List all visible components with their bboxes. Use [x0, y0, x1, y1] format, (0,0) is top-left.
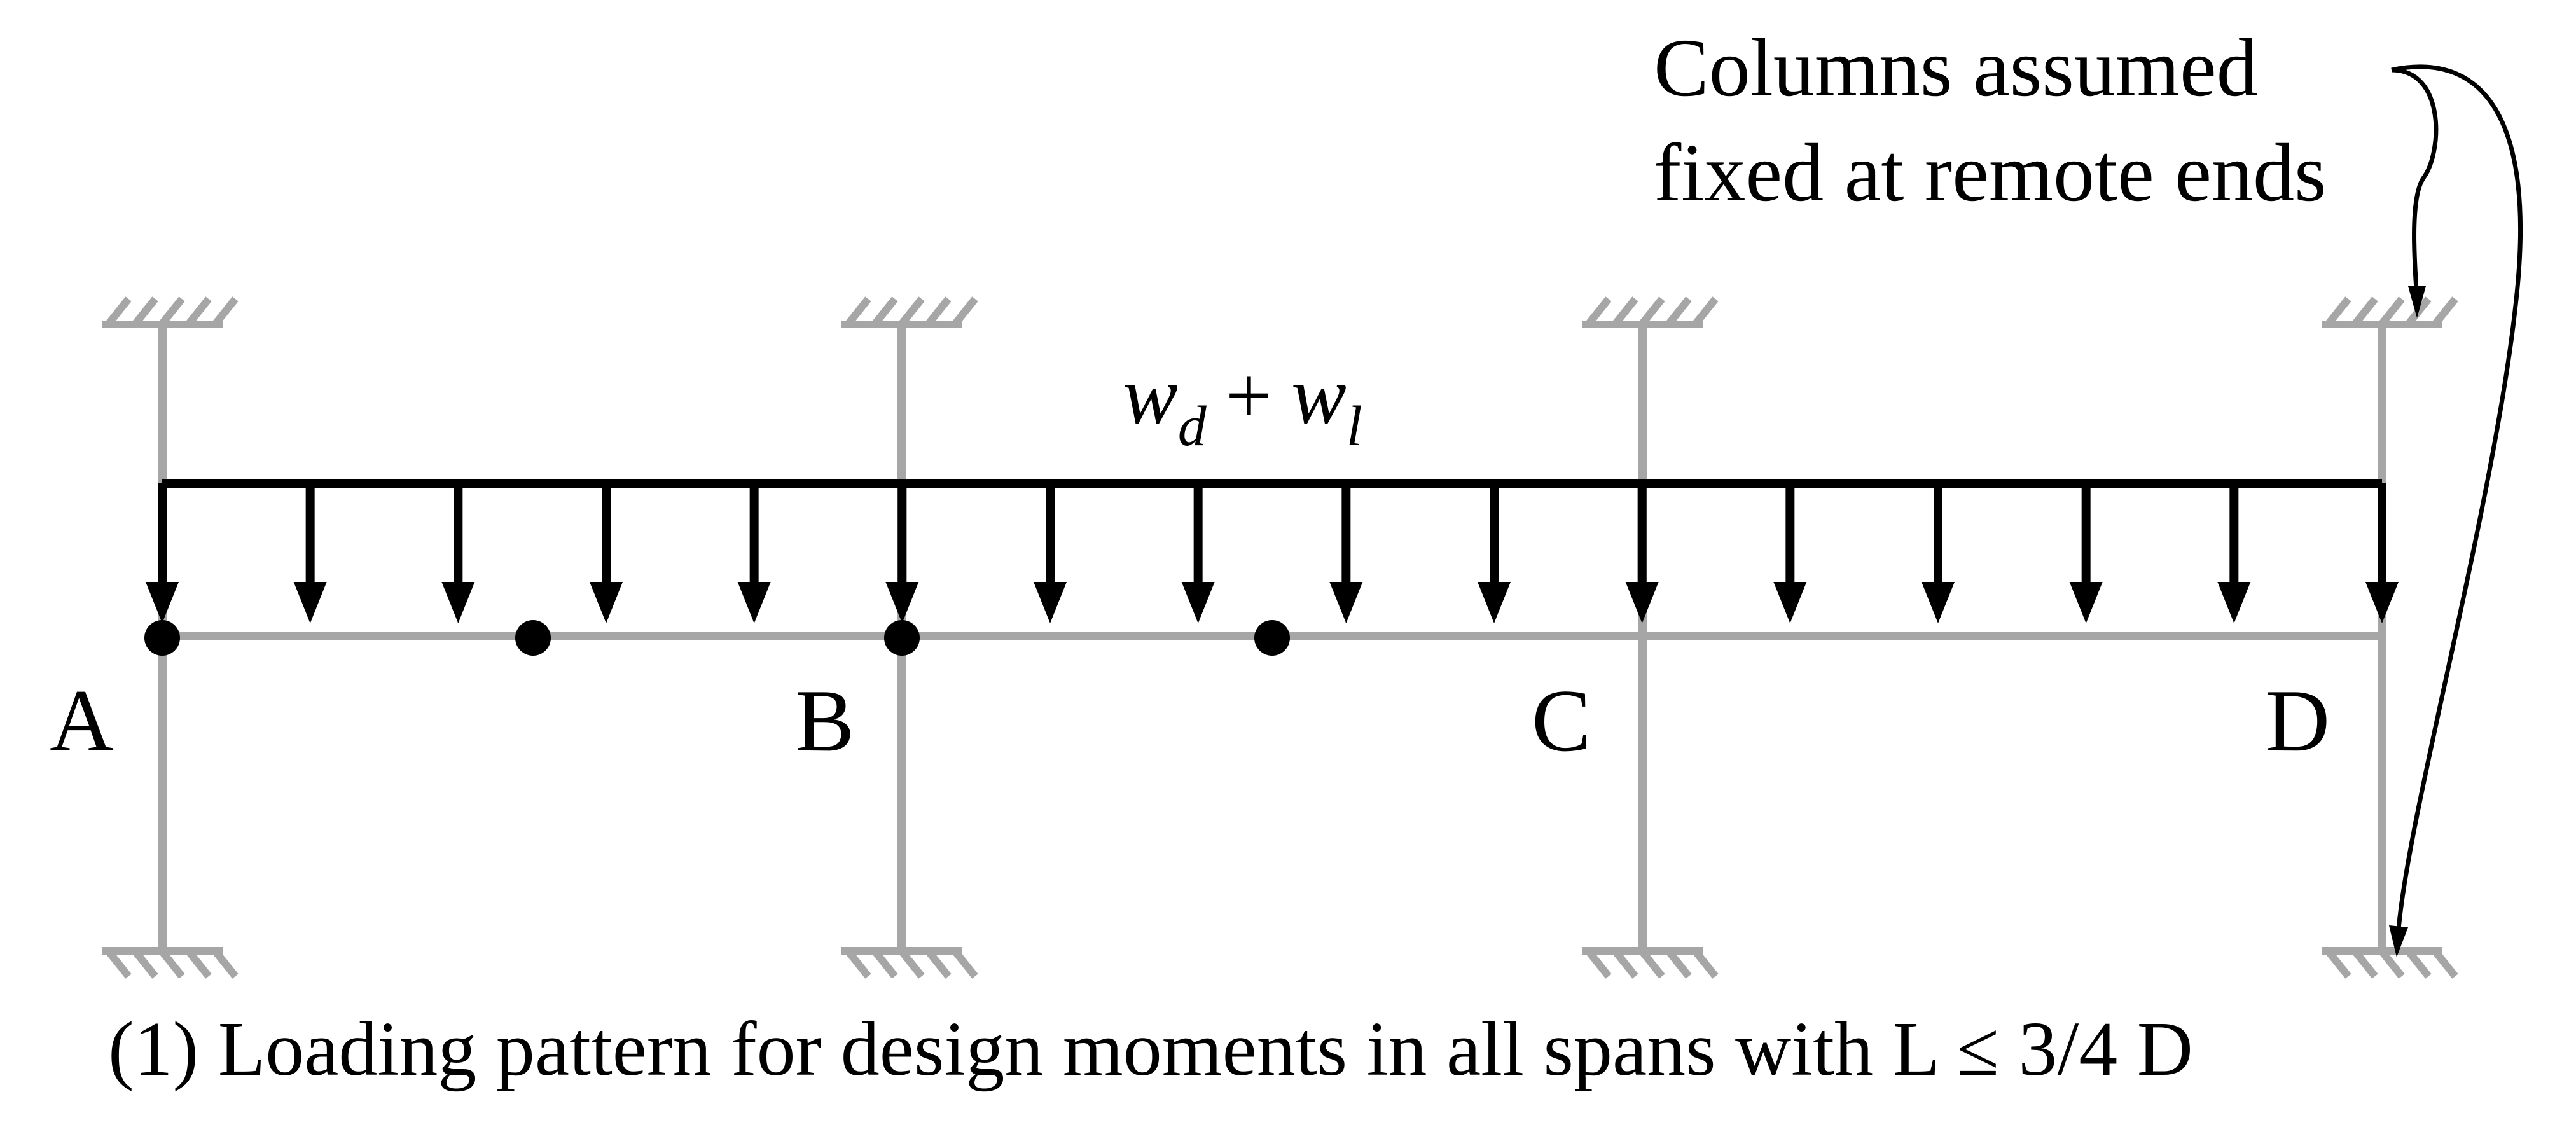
leader-bottom-arrowhead	[2389, 925, 2408, 957]
node-dot-b	[884, 620, 920, 656]
support-label-b: B	[795, 672, 854, 770]
leader-to-top-support	[2391, 67, 2439, 300]
load-label-plus: +	[1226, 350, 1272, 441]
leader-to-bottom-support	[2391, 64, 2523, 939]
fixed-support-bottom-c	[1582, 947, 1719, 979]
fixed-support-top-b	[841, 296, 978, 328]
load-arrow	[2217, 483, 2251, 623]
load-arrow	[441, 483, 475, 623]
load-label-w2: w	[1291, 350, 1347, 441]
caption: (1) Loading pattern for design moments i…	[108, 1006, 2193, 1092]
node-dot-bc-mid	[1254, 620, 1290, 656]
load-arrow	[1034, 483, 1067, 623]
node-dots	[144, 620, 1290, 656]
fixed-supports	[102, 296, 2458, 979]
load-arrow	[293, 483, 327, 623]
distributed-load	[146, 479, 2399, 623]
support-label-a: A	[50, 672, 114, 770]
fixed-support-top-d	[2322, 296, 2458, 328]
fixed-support-bottom-b	[841, 947, 978, 979]
load-arrow	[1181, 483, 1215, 623]
load-arrow	[737, 483, 771, 623]
node-dot-ab-mid	[515, 620, 551, 656]
load-arrow	[1922, 483, 1955, 623]
annotation-line-2: fixed at remote ends	[1654, 127, 2327, 219]
annotation-arrows	[2389, 64, 2523, 957]
load-label: wd+wl	[1123, 350, 1362, 458]
fixed-support-top-a	[102, 296, 239, 328]
leader-top-arrowhead	[2408, 286, 2426, 318]
load-arrow	[1478, 483, 1511, 623]
support-label-d: D	[2266, 672, 2330, 770]
load-label-sub-d: d	[1178, 395, 1207, 458]
node-dot-a	[144, 620, 180, 656]
load-arrow	[146, 483, 179, 623]
load-arrow	[1625, 483, 1659, 623]
load-label-w1: w	[1123, 350, 1178, 441]
load-arrow	[2069, 483, 2103, 623]
columns	[158, 324, 2386, 951]
load-arrow	[1329, 483, 1363, 623]
load-arrow	[2365, 483, 2399, 623]
load-label-sub-l: l	[1347, 395, 1362, 458]
fixed-support-bottom-d	[2322, 947, 2458, 979]
load-arrow	[885, 483, 919, 623]
fixed-support-bottom-a	[102, 947, 239, 979]
annotation-line-1: Columns assumed	[1654, 22, 2258, 114]
load-arrow	[1773, 483, 1807, 623]
fixed-support-top-c	[1582, 296, 1719, 328]
load-arrows	[146, 483, 2399, 623]
load-arrow	[590, 483, 623, 623]
support-label-c: C	[1532, 672, 1591, 770]
